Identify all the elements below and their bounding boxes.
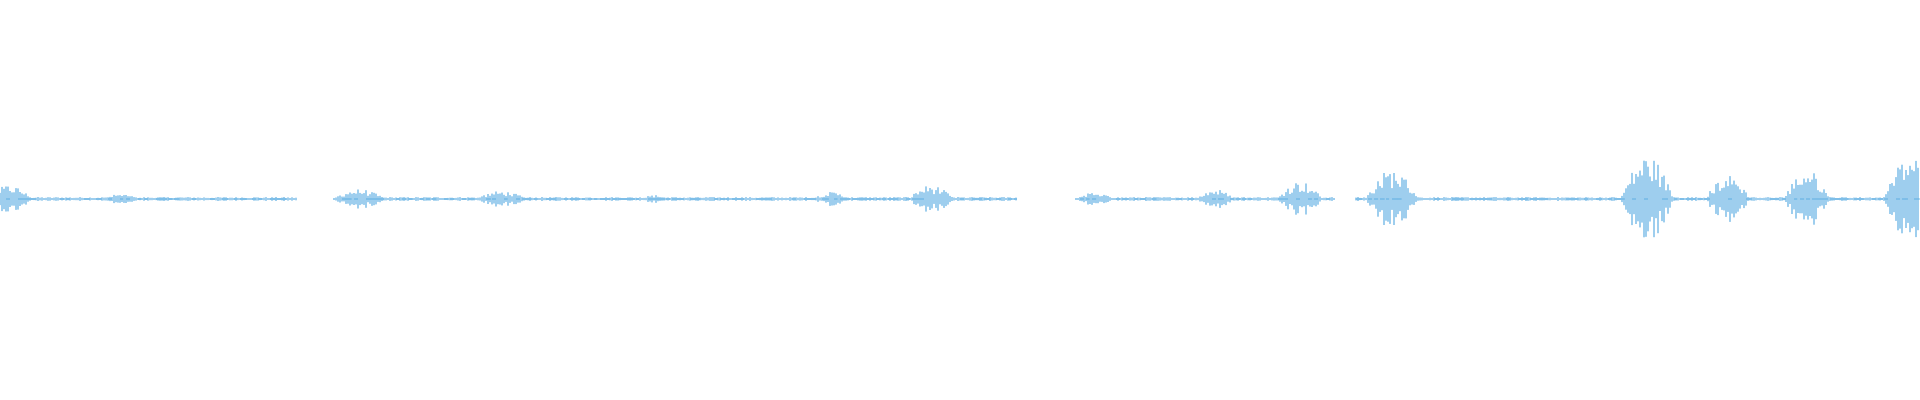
waveform-bars <box>0 160 1920 238</box>
